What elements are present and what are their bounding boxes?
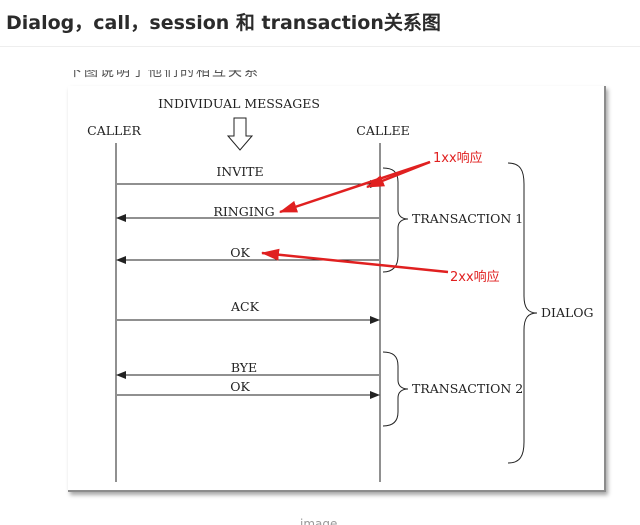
dialog-label: DIALOG: [541, 305, 594, 320]
down-arrow-icon: [226, 117, 254, 151]
annotation-arrow-2xx: [261, 248, 449, 274]
response-2xx-label: 2xx响应: [450, 269, 500, 285]
response-1xx-label: 1xx响应: [433, 150, 483, 166]
dialog-brace: [507, 162, 538, 464]
caller-label: CALLER: [87, 123, 141, 138]
figure-caption: image: [300, 516, 380, 525]
ok2-label: OK: [230, 379, 250, 394]
annotation-arrow-1xx-lower: [279, 160, 431, 214]
ringing-label: RINGING: [213, 204, 274, 219]
title-divider: [0, 46, 640, 47]
invite-label: INVITE: [216, 164, 263, 179]
transaction1-brace: [382, 167, 409, 273]
ok1-label: OK: [230, 245, 250, 260]
ack-label: ACK: [230, 299, 260, 314]
transaction1-label: TRANSACTION 1: [412, 211, 523, 226]
bye-label: BYE: [231, 360, 257, 375]
transaction2-label: TRANSACTION 2: [412, 381, 523, 396]
transaction2-brace: [382, 351, 409, 427]
individual-messages-label: INDIVIDUAL MESSAGES: [158, 96, 320, 111]
clipped-text-above: 下图说明了他们的相互关系: [68, 70, 408, 81]
diagram-figure: [68, 86, 606, 492]
page-title: Dialog，call，session 和 transaction关系图: [6, 12, 441, 34]
clipped-text-line: 下图说明了他们的相互关系: [68, 70, 260, 80]
figure-caption-text: image: [300, 517, 338, 525]
callee-label: CALLEE: [356, 123, 409, 138]
